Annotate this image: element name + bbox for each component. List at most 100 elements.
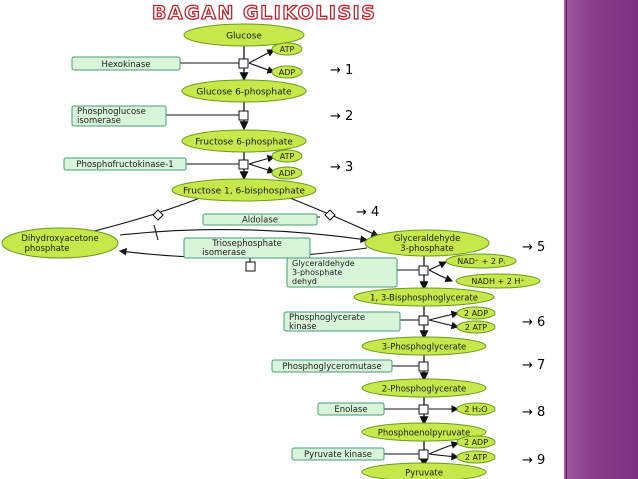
sidebar-divider [566, 0, 567, 479]
metabolite-label: Fructose 6-phosphate [195, 138, 293, 148]
enzyme-label: Aldolase [242, 216, 278, 226]
node-step9 [418, 449, 429, 460]
branch-atp6 [428, 319, 460, 330]
cofactor-label: 2 ADP [464, 438, 488, 447]
cofactor-label: 2 ATP [465, 453, 487, 462]
metabolites: Glucose Glucose 6-phosphate Fructose 6-p… [1, 23, 495, 479]
metabolite-label: Glucose 6-phosphate [196, 88, 292, 98]
arrow-dhap-g3p [119, 229, 369, 243]
node-step8 [418, 404, 429, 415]
cofactor-nadh: NADH + 2 H⁺ [455, 273, 541, 289]
branch-adp1 [248, 62, 276, 74]
step-marker-1: → 1 [330, 63, 354, 78]
enzyme-label: Enolase [334, 405, 367, 415]
cofactor-adp-1: ADP [271, 65, 303, 79]
enzyme-label: Glyceraldehyde [292, 259, 355, 268]
enzyme-label: Triosephosphate [211, 239, 282, 249]
cofactor-label: ADP [279, 68, 296, 77]
link-tpi-left [153, 224, 159, 241]
metabolite-label: Fructose 1, 6-bisphosphate [183, 187, 305, 197]
enzyme-label: Phosphoglucose [77, 107, 146, 117]
cofactor-label: 2 ATP [465, 323, 487, 332]
metabolite-glucose: Glucose [183, 23, 305, 47]
cofactor-label: ATP [280, 152, 295, 161]
step-marker-4: → 4 [356, 205, 380, 220]
branch-adp3 [248, 163, 276, 174]
branch-atp1 [248, 49, 275, 64]
slide-title: BAGAN GLIKOLISIS [151, 1, 377, 24]
cofactor-adp-3: ADP [271, 166, 303, 180]
step-marker-5: → 5 [522, 240, 546, 255]
enzyme-label: Hexokinase [102, 60, 151, 70]
step-marker-7: → 7 [522, 358, 546, 373]
enzyme-phosphoglycerate-kinase: Phosphoglycerate kinase [283, 311, 401, 332]
enzyme-label: isomerase [77, 116, 121, 126]
cofactor-adp-6: 2 ADP [456, 306, 496, 320]
cofactor-adp-9: 2 ADP [456, 435, 496, 449]
metabolite-3-phosphoglycerate: 3-Phosphoglycerate [361, 336, 487, 356]
cofactor-nad: NAD⁺ + 2 Pᵢ [445, 253, 517, 269]
decorative-sidebar [564, 0, 638, 479]
metabolite-2-phosphoglycerate: 2-Phosphoglycerate [361, 378, 487, 398]
cofactor-h2o: 2 H₂O [456, 402, 496, 416]
cofactor-atp-9: 2 ATP [456, 450, 496, 464]
branch-atp9 [428, 452, 460, 461]
cofactor-label: 2 ADP [464, 309, 488, 318]
branch-adp9 [428, 441, 460, 455]
cofactor-label: ATP [280, 45, 295, 54]
cofactor-label: NADH + 2 H⁺ [471, 277, 524, 286]
enzyme-triosephosphate-isomerase: Triosephosphate isomerase [183, 237, 311, 259]
node-aldolase-left [152, 209, 164, 221]
step-marker-2: → 2 [330, 109, 354, 124]
cofactor-atp-3: ATP [271, 149, 303, 163]
enzyme-pyruvate-kinase: Pyruvate kinase [291, 447, 385, 461]
enzyme-phosphofructokinase: Phosphofructokinase-1 [63, 157, 187, 171]
metabolite-glyceraldehyde-3-phosphate: Glyceraldehyde 3-phosphate [364, 229, 490, 257]
enzyme-label: Pyruvate kinase [304, 450, 372, 460]
metabolite-glucose-6-phosphate: Glucose 6-phosphate [181, 79, 307, 103]
cofactor-atp-6: 2 ATP [456, 320, 496, 334]
step-marker-3: → 3 [330, 160, 354, 175]
node-step6 [418, 315, 429, 326]
enzyme-label: dehyd [292, 277, 317, 286]
metabolite-label: Pyruvate [405, 469, 443, 479]
metabolite-label: phosphate [25, 244, 70, 254]
metabolite-fructose-6-phosphate: Fructose 6-phosphate [181, 129, 307, 153]
arrow-f16bp-g3p [284, 195, 379, 237]
enzyme-hexokinase: Hexokinase [71, 56, 181, 71]
node-step7 [418, 361, 429, 372]
enzyme-glyceraldehyde-3-phosphate-dehydrogenase: Glyceraldehyde 3-phosphate dehyd [286, 257, 398, 288]
node-step5 [418, 265, 429, 276]
metabolite-label: 3-Phosphoglycerate [382, 343, 467, 353]
metabolite-label: Dihydroxyacetone [21, 234, 98, 244]
enzyme-label: kinase [289, 322, 317, 332]
cofactor-label: 2 H₂O [464, 405, 487, 414]
metabolite-1-3-bisphosphoglycerate: 1, 3-Bisphosphoglycerate [353, 287, 495, 307]
metabolite-label: Glucose [226, 32, 262, 42]
enzymes: Hexokinase Phosphoglucose isomerase Phos… [63, 56, 401, 461]
enzyme-phosphoglucose-isomerase: Phosphoglucose isomerase [71, 105, 167, 127]
metabolite-label: Phosphoenolpyruvate [378, 429, 470, 439]
enzyme-aldolase: Aldolase [202, 213, 318, 226]
metabolite-label: Glyceraldehyde [394, 234, 461, 244]
enzyme-enolase: Enolase [317, 402, 385, 416]
branch-nad [428, 261, 447, 271]
enzyme-label: 3-phosphate [292, 268, 342, 277]
enzyme-label: Phosphoglycerate [289, 313, 365, 323]
metabolite-fructose-1-6-bisphosphate: Fructose 1, 6-bisphosphate [171, 178, 317, 202]
metabolite-label: 1, 3-Bisphosphoglycerate [370, 294, 478, 304]
branch-adp6 [428, 310, 460, 321]
cofactor-label: ADP [279, 169, 296, 178]
step-marker-6: → 6 [522, 315, 546, 330]
node-step2 [238, 110, 249, 121]
metabolite-dihydroxyacetone-phosphate: Dihydroxyacetone phosphate [1, 227, 119, 259]
enzyme-phosphoglyceromutase: Phosphoglyceromutase [271, 359, 393, 373]
node-step3 [238, 159, 249, 170]
branch-atp3 [248, 154, 276, 165]
node-step1 [238, 58, 249, 69]
node-tpi [245, 261, 256, 272]
step-marker-8: → 8 [522, 405, 546, 420]
metabolite-label: 2-Phosphoglycerate [382, 385, 467, 395]
